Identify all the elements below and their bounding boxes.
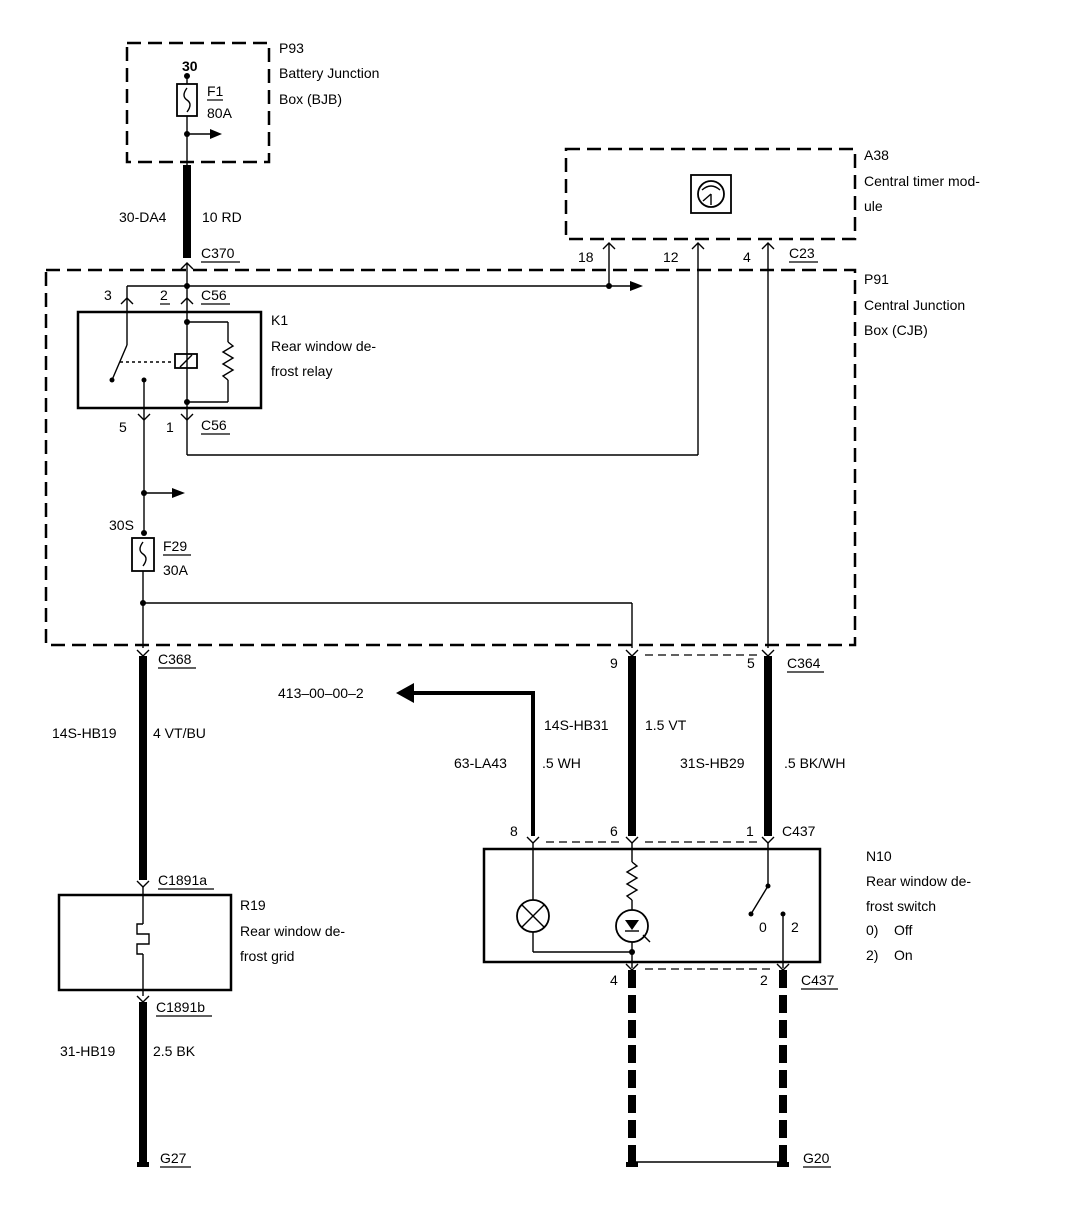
switch-id: N10 [866,848,892,864]
c364-pin-5: 5 [747,655,755,671]
central-junction-box: P91 Central Junction Box (CJB) [44,268,965,647]
wire-63la43-circuit: 63-LA43 [454,755,507,771]
switch-pin-6: 6 [610,823,618,839]
relay-pin-3: 3 [104,287,112,303]
relay-pin-1: 1 [166,419,174,435]
bjb-name-line1: Battery Junction [279,65,379,81]
rear-window-defrost-relay: 3 2 C56 K1 Rear window de- frost relay [76,286,376,435]
fuse-f29-icon [131,537,155,572]
bjb-terminal-label: 30 [182,58,198,74]
ctm-name-line1: Central timer mod- [864,173,980,189]
bjb-id: P93 [279,40,304,56]
switch-pin-8: 8 [510,823,518,839]
grid-connector-top: C1891a [158,872,207,888]
ctm-pin-4: 4 [743,249,751,265]
ground-g20-label: G20 [803,1150,830,1166]
switch-position-on: 2) On [866,947,913,963]
arrow-icon [210,129,222,139]
switch-pin-4: 4 [610,972,618,988]
relay-pin-5: 5 [119,419,127,435]
wire-14shb31-spec: 1.5 VT [645,717,687,733]
relay-id: K1 [271,312,288,328]
ctm-pin-18: 18 [578,249,594,265]
fuse-f29-rating: 30A [163,562,189,578]
relay-connector-top: C56 [201,287,227,303]
fuse-f1-id: F1 [207,83,224,99]
wire-31hb19-circuit: 31-HB19 [60,1043,115,1059]
reference-arrow-icon [396,683,414,703]
wire-31hb19-spec: 2.5 BK [153,1043,196,1059]
grid-id: R19 [240,897,266,913]
wire-14shb19-spec: 4 VT/BU [153,725,206,741]
relay-coil-icon [174,319,235,405]
grid-connector-bottom: C1891b [156,999,205,1015]
relay-connector-bottom: C56 [201,417,227,433]
switch-pin-2: 2 [760,972,768,988]
arrow-icon [172,488,185,498]
relay-name-line2: frost relay [271,363,332,379]
switch-name-line1: Rear window de- [866,873,971,889]
connector-c364-label: C364 [787,655,821,671]
connector-c370-label: C370 [201,245,235,261]
resistor-icon [625,861,639,901]
cjb-id: P91 [864,271,889,287]
grid-name-line2: frost grid [240,948,294,964]
ground-g27-label: G27 [160,1150,187,1166]
switch-contact-0: 0 [759,919,767,935]
central-timer-module: A38 Central timer mod- ule 18 12 4 C23 [564,147,980,648]
led-icon [615,909,651,943]
arrow-icon [630,281,643,291]
battery-junction-box: P93 Battery Junction Box (BJB) 30 F1 80A [125,40,379,165]
ctm-pin-12: 12 [663,249,679,265]
switch-pin-1: 1 [746,823,754,839]
grid-name-line1: Rear window de- [240,923,345,939]
wire-63la43-spec: .5 WH [542,755,581,771]
indicator-lamp-icon [516,899,550,933]
rear-window-defrost-switch: N10 Rear window de- frost switch 0) Off … [482,843,971,968]
cjb-name-line2: Box (CJB) [864,322,928,338]
ctm-name-line2: ule [864,198,883,214]
page-reference: 413–00–00–2 [278,685,364,701]
fuse-f1-icon [176,83,198,117]
cjb-name-line1: Central Junction [864,297,965,313]
switch-contact-2: 2 [791,919,799,935]
wire-31shb29-circuit: 31S-HB29 [680,755,745,771]
fuse-f29-terminal: 30S [109,517,134,533]
timer-icon [697,180,725,208]
relay-name-line1: Rear window de- [271,338,376,354]
toggle-switch-icon [748,843,786,968]
ground-g27-icon [137,1162,149,1167]
ground-g20-icon [626,1162,789,1167]
relay-pin-2: 2 [160,287,168,303]
fuse-f29-id: F29 [163,538,187,554]
switch-position-off: 0) Off [866,922,913,938]
heating-element-icon [136,923,150,955]
wire-30da4-spec: 10 RD [202,209,242,225]
rear-window-defrost-grid: R19 Rear window de- frost grid [57,887,345,996]
relay-switch-icon [109,344,174,420]
connector-c368-label: C368 [158,651,192,667]
switch-connector-bottom: C437 [801,972,835,988]
wire-14shb31-circuit: 14S-HB31 [544,717,609,733]
c364-pin-9: 9 [610,655,618,671]
wire-14shb19-circuit: 14S-HB19 [52,725,117,741]
fuse-f1-rating: 80A [207,105,233,121]
switch-connector-top: C437 [782,823,816,839]
ctm-id: A38 [864,147,889,163]
wire-31shb29-spec: .5 BK/WH [784,755,845,771]
switch-name-line2: frost switch [866,898,936,914]
bjb-name-line2: Box (BJB) [279,91,342,107]
wire-30da4-circuit: 30-DA4 [119,209,167,225]
connector-c23-label: C23 [789,245,815,261]
